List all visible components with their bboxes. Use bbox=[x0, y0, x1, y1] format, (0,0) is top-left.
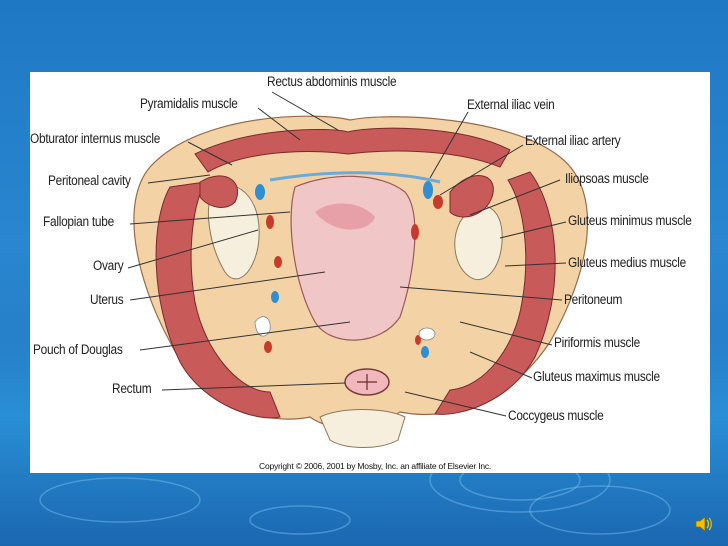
label-peritoneal-cavity: Peritoneal cavity bbox=[48, 173, 131, 188]
label-gluteus-maximus: Gluteus maximus muscle bbox=[533, 369, 660, 384]
speaker-icon[interactable] bbox=[693, 513, 715, 535]
label-piriformis: Piriformis muscle bbox=[554, 335, 640, 350]
label-fallopian-tube: Fallopian tube bbox=[43, 214, 114, 229]
label-rectus-abdominis: Rectus abdominis muscle bbox=[267, 74, 397, 89]
label-iliopsoas: Iliopsoas muscle bbox=[565, 171, 649, 186]
label-ovary: Ovary bbox=[93, 258, 124, 273]
label-external-iliac-artery: External iliac artery bbox=[525, 133, 621, 148]
label-external-iliac-vein: External iliac vein bbox=[467, 97, 555, 112]
label-coccygeus: Coccygeus muscle bbox=[508, 408, 604, 423]
label-pouch-of-douglas: Pouch of Douglas bbox=[33, 342, 123, 357]
label-gluteus-medius: Gluteus medius muscle bbox=[568, 255, 686, 270]
label-uterus: Uterus bbox=[90, 292, 124, 307]
label-obturator-internus: Obturator internus muscle bbox=[30, 131, 161, 146]
label-rectum: Rectum bbox=[112, 381, 152, 396]
label-gluteus-minimus: Gluteus minimus muscle bbox=[568, 213, 692, 228]
copyright-notice: Copyright © 2006, 2001 by Mosby, Inc. an… bbox=[259, 461, 492, 471]
label-peritoneum: Peritoneum bbox=[564, 292, 623, 307]
label-pyramidalis: Pyramidalis muscle bbox=[140, 96, 238, 111]
